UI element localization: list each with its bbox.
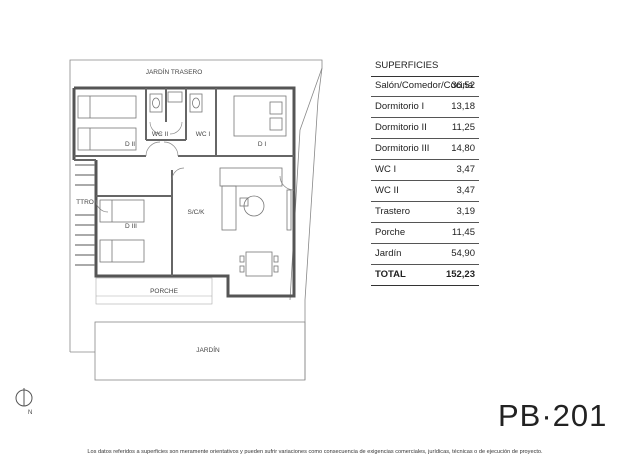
table-header: SUPERFICIES (371, 56, 479, 77)
row-label: WC II (375, 185, 399, 196)
porch-paving (95, 277, 213, 305)
table-row: Dormitorio III 14,80 (371, 139, 479, 160)
table-row: WC II 3,47 (371, 181, 479, 202)
row-value: 11,25 (451, 122, 475, 133)
door-arcs (95, 121, 295, 213)
bed-d1 (233, 95, 287, 137)
living-furniture (219, 167, 292, 277)
disclaimer-text: Los datos referidos a superficies son me… (87, 449, 543, 455)
label-d2: D II (125, 141, 135, 148)
table-row: Porche 11,45 (371, 223, 479, 244)
row-value: 54,90 (451, 248, 475, 259)
table-row: Dormitorio I 13,18 (371, 97, 479, 118)
label-d1: D I (258, 141, 267, 148)
label-jardin: JARDÍN (196, 345, 220, 354)
bed-d2 (77, 95, 137, 151)
bathroom-fixtures (149, 91, 203, 113)
table-row: WC I 3,47 (371, 160, 479, 181)
row-value: 11,45 (451, 227, 475, 238)
total-label: TOTAL (375, 269, 406, 280)
row-label: Trastero (375, 206, 411, 217)
label-wc2: WC II (152, 131, 168, 138)
row-label: Porche (375, 227, 406, 238)
row-value: 36,52 (451, 80, 475, 91)
north-label: N (28, 410, 32, 416)
north-arrow-icon: N (15, 388, 33, 416)
row-label: WC I (375, 164, 397, 175)
row-label: Jardín (375, 248, 402, 259)
table-total-row: TOTAL 152,23 (371, 265, 479, 286)
table-row: Dormitorio II 11,25 (371, 118, 479, 139)
interior-walls (74, 88, 294, 276)
label-sck: S/C/K (188, 209, 206, 216)
storage-hatch (75, 164, 95, 266)
label-wc1: WC I (196, 131, 211, 138)
row-label: Dormitorio III (375, 143, 430, 154)
label-d3: D III (125, 223, 137, 230)
row-value: 3,47 (456, 185, 476, 196)
bed-d3 (99, 199, 145, 263)
table-header-label: SUPERFICIES (375, 60, 439, 71)
garden-outline (69, 59, 323, 381)
table-row: Salón/Comedor/Cocina 36,52 (371, 76, 479, 97)
floor-plan: JARDÍN TRASERO WC II WC I D II D I D III… (15, 59, 323, 416)
row-value: 13,18 (451, 101, 475, 112)
row-value: 3,47 (456, 164, 476, 175)
row-label: Dormitorio II (375, 122, 427, 133)
label-ttro: TTRO (76, 199, 94, 206)
house-walls (72, 86, 296, 298)
row-label: Dormitorio I (375, 101, 425, 112)
label-jardin-trasero: JARDÍN TRASERO (146, 67, 203, 76)
table-row: Trastero 3,19 (371, 202, 479, 223)
unit-code: PB·201 (498, 398, 608, 433)
row-value: 3,19 (456, 206, 476, 217)
row-value: 14,80 (451, 143, 475, 154)
label-porche: PORCHE (150, 288, 178, 295)
row-label: Salón/Comedor/Cocina (375, 80, 474, 91)
total-value: 152,23 (445, 269, 475, 280)
table-row: Jardín 54,90 (371, 244, 479, 265)
